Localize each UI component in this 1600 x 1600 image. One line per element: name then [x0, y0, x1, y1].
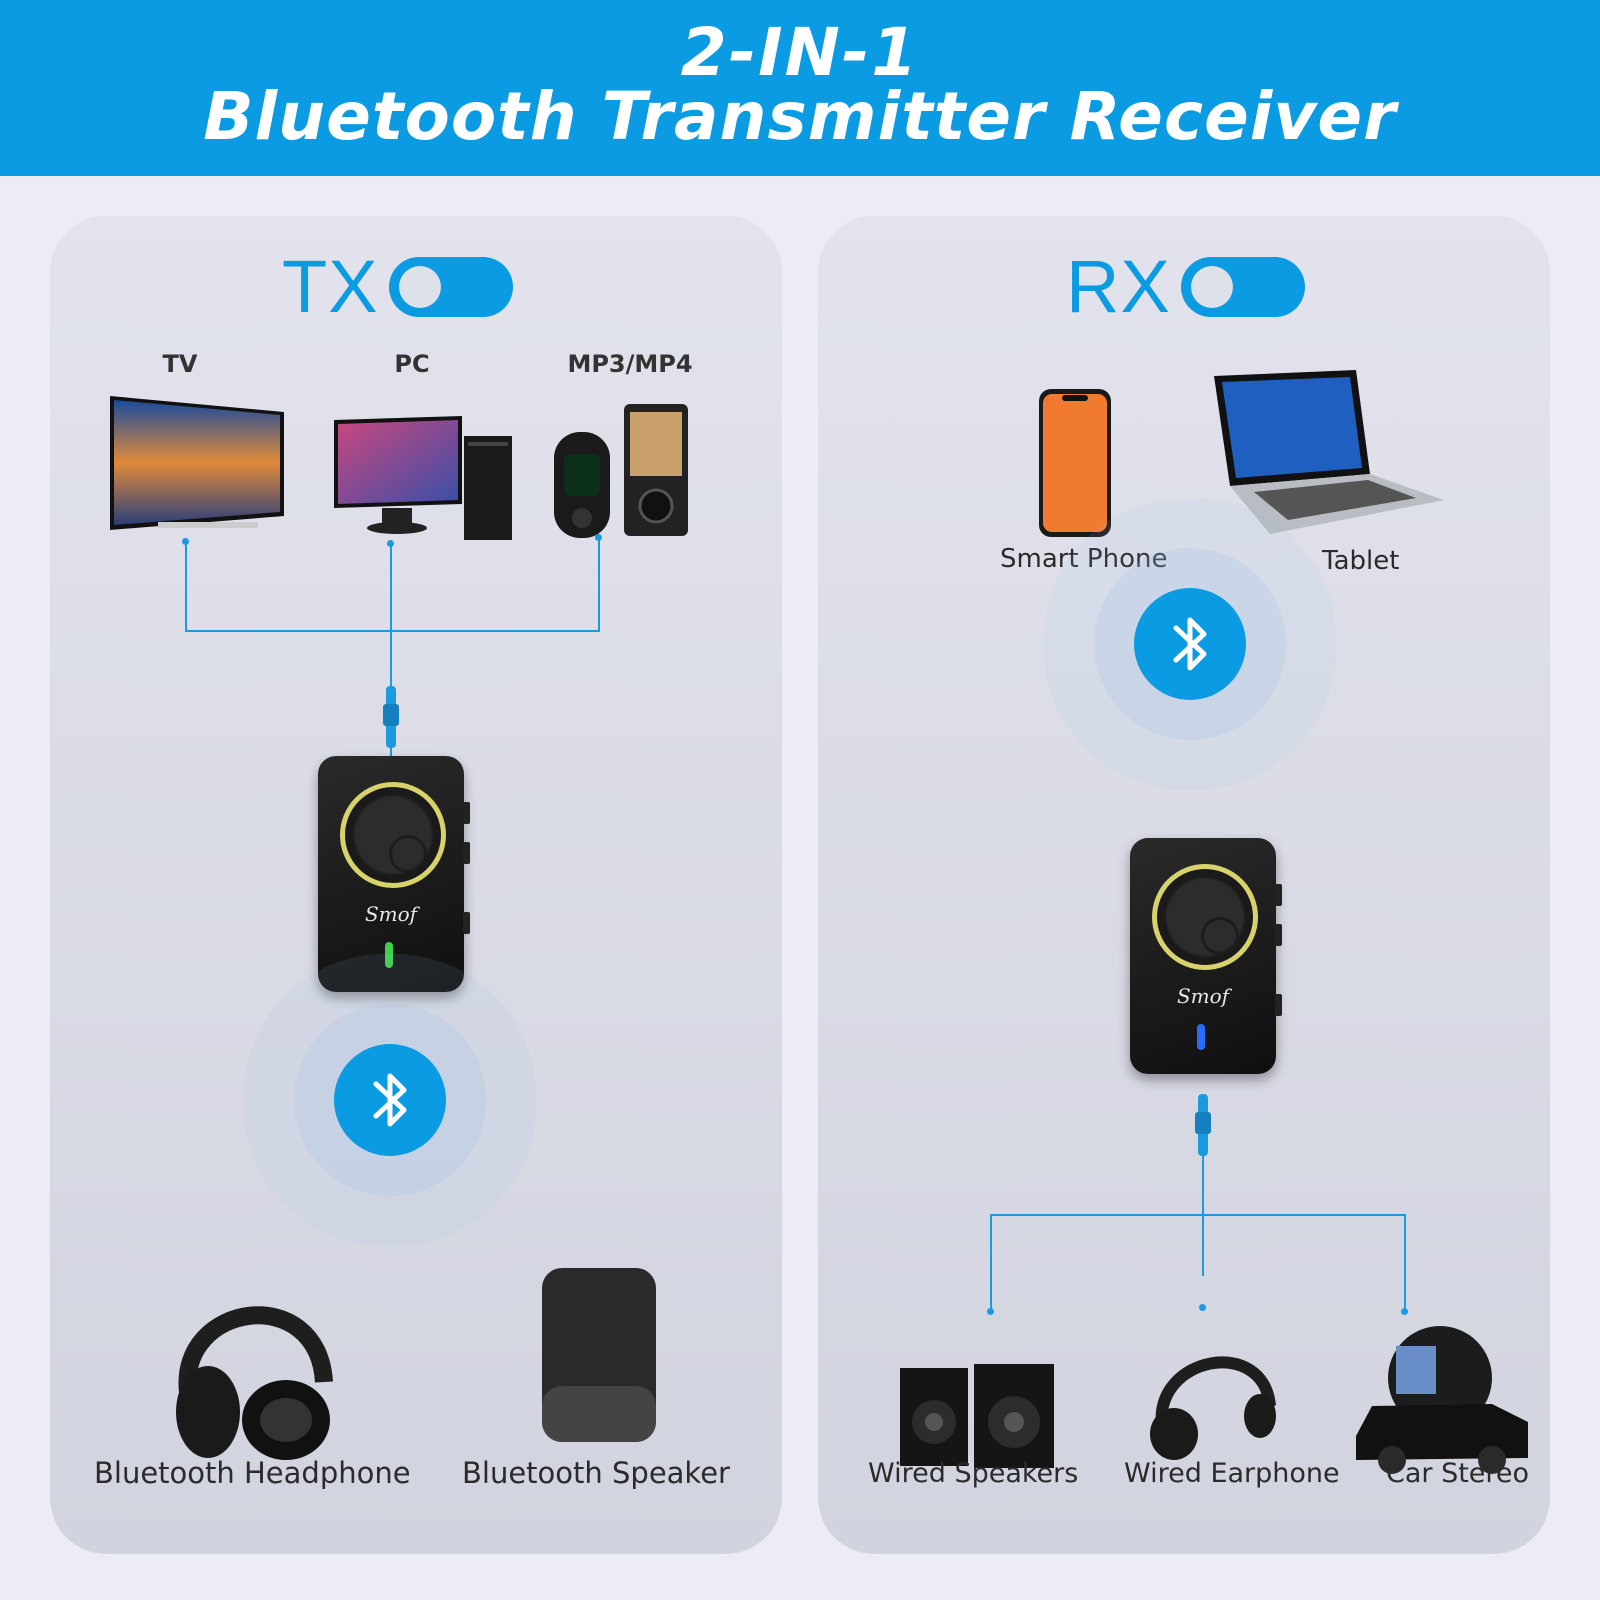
smartphone-image [1038, 388, 1112, 538]
wired-earphone-image [1144, 1336, 1280, 1474]
mp3-player-image [552, 402, 692, 542]
tx-audio-jack-icon [383, 686, 399, 748]
tx-device-brand: Smof [364, 902, 418, 926]
tx-line-jack [390, 746, 392, 756]
tx-line-bus [185, 630, 600, 632]
rx-dot-speakers [987, 1308, 994, 1315]
rx-source-tablet-label: Tablet [1322, 546, 1400, 576]
tx-dot-mp3 [595, 534, 602, 541]
bluetooth-icon [1173, 617, 1207, 671]
tx-source-pc-label: PC [394, 350, 430, 378]
rx-device-led [1197, 1024, 1205, 1050]
tx-line-pc [390, 544, 392, 692]
tx-bluetooth-badge [334, 1044, 446, 1156]
power-icon [1201, 917, 1239, 955]
header-line2: Bluetooth Transmitter Receiver [203, 78, 1397, 155]
pc-image [332, 416, 520, 546]
rx-output-earphone-label: Wired Earphone [1124, 1458, 1340, 1489]
tx-dot-tv [182, 538, 189, 545]
rx-panel: RX Smart Phone Tablet Smof [818, 216, 1550, 1554]
tx-source-tv-label: TV [162, 350, 198, 378]
rx-mode-label: RX [1066, 245, 1171, 328]
tx-output-speaker-label: Bluetooth Speaker [462, 1456, 730, 1490]
speaker-image [540, 1266, 658, 1444]
header-line1: 2-IN-1 [680, 14, 920, 91]
tx-mode-label: TX [282, 245, 379, 328]
wired-speakers-image [898, 1362, 1056, 1470]
tx-panel: TX TV PC MP3/MP4 [50, 216, 782, 1554]
rx-line-car [1404, 1214, 1406, 1312]
rx-audio-jack-icon [1195, 1094, 1211, 1156]
side-button [1275, 994, 1282, 1016]
tx-toggle[interactable] [388, 256, 513, 317]
tx-mode-header: TX [282, 244, 513, 329]
laptop-image [1210, 370, 1446, 536]
rx-output-car-label: Car Stereo [1386, 1458, 1530, 1489]
rx-source-phone-label: Smart Phone [1000, 544, 1168, 574]
rx-device: Smof [1130, 838, 1282, 1074]
side-button [1275, 924, 1282, 946]
rx-bluetooth-badge [1134, 588, 1246, 700]
rx-output-speakers-label: Wired Speakers [868, 1458, 1079, 1489]
tv-image [108, 394, 288, 536]
rx-device-brand: Smof [1176, 984, 1230, 1008]
rx-line-speakers [990, 1214, 992, 1312]
tx-source-mp3-label: MP3/MP4 [567, 350, 693, 378]
side-button [463, 842, 470, 864]
rx-dot-earphone [1199, 1304, 1206, 1311]
toggle-knob [398, 265, 441, 308]
side-button [463, 912, 470, 934]
rx-dot-car [1401, 1308, 1408, 1315]
tx-device-led [385, 942, 393, 968]
rx-device-dial [1152, 864, 1258, 970]
tx-line-mp3 [598, 538, 600, 632]
toggle-knob [1190, 265, 1233, 308]
header-banner: 2-IN-1 Bluetooth Transmitter Receiver [0, 0, 1600, 176]
rx-mode-header: RX [1066, 244, 1305, 329]
rx-toggle[interactable] [1180, 256, 1305, 317]
side-button [463, 802, 470, 824]
tx-line-tv [185, 542, 187, 632]
tx-output-headphone-label: Bluetooth Headphone [94, 1456, 411, 1490]
tx-device: Smof [318, 756, 470, 992]
bluetooth-icon [373, 1073, 407, 1127]
rx-line-bus [990, 1214, 1406, 1216]
side-button [1275, 884, 1282, 906]
power-icon [389, 835, 427, 873]
headphone-image [168, 1272, 336, 1462]
tx-dot-pc [387, 540, 394, 547]
tx-device-dial [340, 782, 446, 888]
rx-line-trunk [1202, 1156, 1204, 1276]
car-stereo-image [1352, 1326, 1532, 1476]
